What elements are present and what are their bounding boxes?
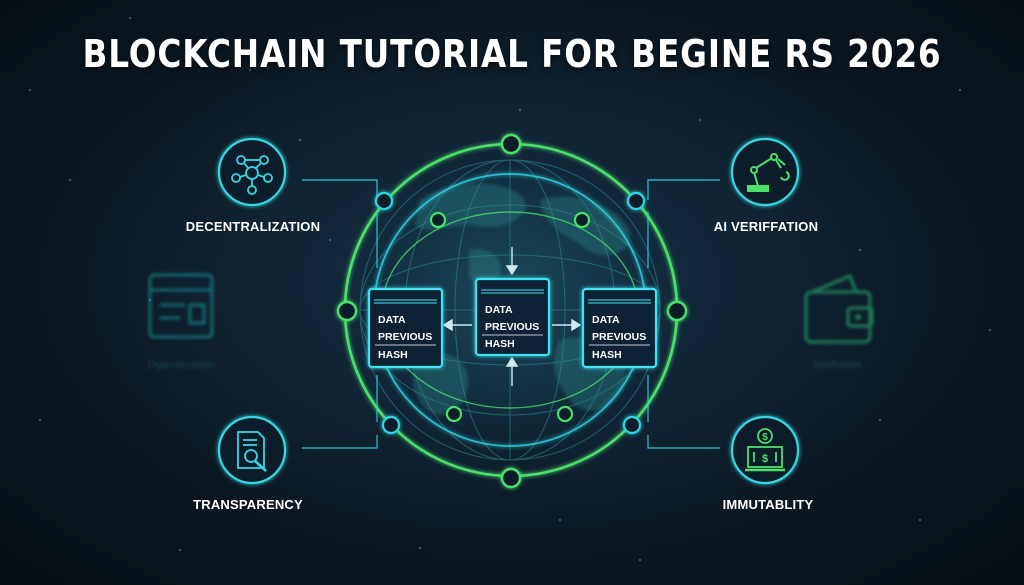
network-nodes-icon (217, 137, 287, 207)
faded-label-left: Dgenalization (147, 359, 215, 371)
page-title: BLOCKCHAIN TUTORIAL FOR BEGINE RS 2026 (82, 32, 942, 76)
block-field-hash: HASH (378, 349, 408, 361)
block-field-previous: PREVIOUS (485, 321, 539, 333)
block-right: DATA PREVIOUS HASH (581, 287, 658, 369)
ring-nodes (336, 133, 688, 489)
block-field-hash: HASH (485, 338, 515, 350)
feature-label-ai-verification: AI VERIFFATION (713, 219, 819, 234)
faded-label-right: Verifiation (812, 359, 862, 371)
block-field-data: DATA (592, 314, 620, 326)
feature-label-immutability: IMMUTABLITY (722, 497, 814, 512)
block-center: DATA PREVIOUS HASH (474, 277, 551, 357)
id-card-icon (148, 273, 214, 339)
bank-dollar-icon: $ $ (730, 415, 800, 485)
svg-text:$: $ (762, 432, 768, 443)
document-magnifier-icon (217, 415, 287, 485)
connector-lines (302, 179, 720, 449)
svg-text:$: $ (762, 453, 768, 465)
flow-arrows (442, 247, 582, 386)
feature-label-decentralization: DECENTRALIZATION (185, 219, 321, 234)
block-field-data: DATA (378, 314, 406, 326)
wallet-icon (804, 274, 874, 344)
block-field-previous: PREVIOUS (592, 331, 646, 343)
block-field-hash: HASH (592, 349, 622, 361)
robot-arm-icon (730, 137, 800, 207)
feature-label-transparency: TRANSPARENCY (193, 497, 303, 512)
block-field-data: DATA (485, 304, 513, 316)
block-field-previous: PREVIOUS (378, 331, 432, 343)
block-left: DATA PREVIOUS HASH (367, 287, 444, 369)
